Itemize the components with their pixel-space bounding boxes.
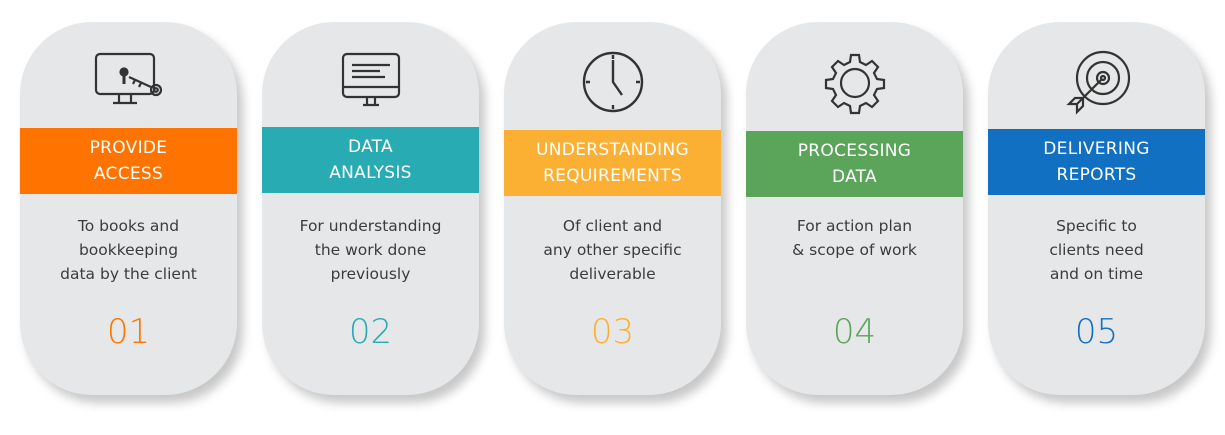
step-number: 01: [106, 312, 151, 352]
step-title: PROVIDE ACCESS: [89, 138, 168, 184]
step-title-band: DATA ANALYSIS: [262, 127, 479, 193]
step-title-band: PROVIDE ACCESS: [20, 128, 237, 194]
step-number: 04: [832, 312, 877, 352]
monitor-text-icon: [262, 50, 479, 118]
step-card-4: PROCESSING DATA For action plan & scope …: [746, 22, 963, 395]
step-card-2: DATA ANALYSIS For understanding the work…: [262, 22, 479, 395]
step-description: Specific to clients need and on time: [1049, 217, 1144, 283]
step-title: PROCESSING DATA: [797, 141, 912, 187]
step-description: To books and bookkeeping data by the cli…: [60, 217, 197, 283]
step-description: For understanding the work done previous…: [299, 217, 442, 283]
monitor-key-icon: [20, 50, 237, 118]
step-number: 02: [348, 312, 393, 352]
step-card-1: PROVIDE ACCESS To books and bookkeeping …: [20, 22, 237, 395]
gear-icon: [746, 50, 963, 118]
step-title: DELIVERING REPORTS: [1043, 139, 1150, 185]
step-title-band: DELIVERING REPORTS: [988, 129, 1205, 195]
step-number: 05: [1074, 312, 1119, 352]
target-icon: [988, 50, 1205, 118]
step-title-band: PROCESSING DATA: [746, 131, 963, 197]
step-title: DATA ANALYSIS: [329, 137, 412, 183]
clock-icon: [504, 50, 721, 118]
step-card-3: UNDERSTANDING REQUIREMENTS Of client and…: [504, 22, 721, 395]
step-description: Of client and any other specific deliver…: [543, 217, 682, 283]
step-number: 03: [590, 312, 635, 352]
step-title: UNDERSTANDING REQUIREMENTS: [536, 140, 689, 186]
step-title-band: UNDERSTANDING REQUIREMENTS: [504, 130, 721, 196]
step-card-5: DELIVERING REPORTS Specific to clients n…: [988, 22, 1205, 395]
step-description: For action plan & scope of work: [792, 217, 917, 259]
